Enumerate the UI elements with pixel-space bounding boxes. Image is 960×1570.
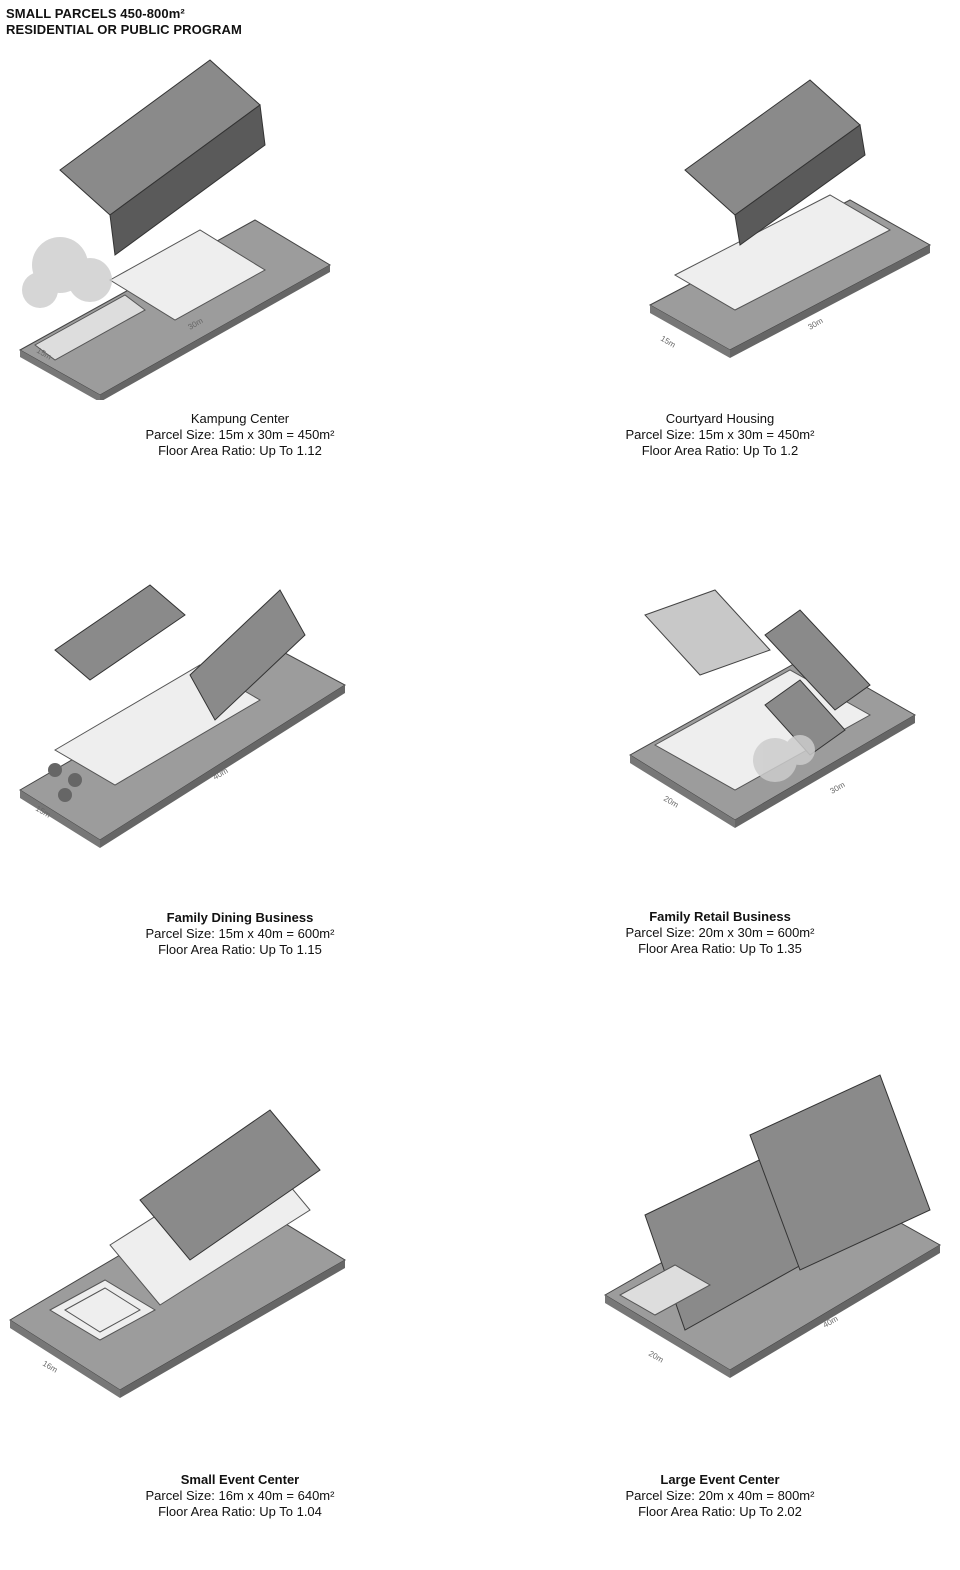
header-title: SMALL PARCELS 450-800m² [6,6,185,21]
header-subtitle: RESIDENTIAL OR PUBLIC PROGRAM [6,22,242,37]
floor-area-ratio: Floor Area Ratio: Up To 1.15 [158,942,322,957]
panel-title: Courtyard Housing [665,411,775,426]
floor-area-ratio: Floor Area Ratio: Up To 1.12 [158,443,322,458]
panel-title: Large Event Center [660,1472,780,1487]
axonometric-drawing-family-dining: 15m 40m [19,584,346,848]
panel-courtyard-housing: 15m 30m Courtyard Housing Parcel Size: 1… [480,40,960,540]
dim-long-label: 30m [829,780,847,796]
panel-title: Family Dining Business [166,910,314,925]
panel-small-event-center: 16m 40m Small Event Center Parcel Size: … [0,1070,480,1570]
dim-long-label: 30m [807,316,825,332]
axonometric-drawing-kampung-center: 15m 30m [18,59,331,400]
panel-title: Kampung Center [190,411,290,426]
floor-area-ratio: Floor Area Ratio: Up To 1.04 [158,1504,322,1519]
parcel-size: Parcel Size: 16m x 40m = 640m² [145,1488,335,1503]
sheet-header: SMALL PARCELS 450-800m² RESIDENTIAL OR P… [6,6,242,38]
caption-small-event-center: Small Event Center Parcel Size: 16m x 40… [0,1472,480,1520]
caption-family-retail-business: Family Retail Business Parcel Size: 20m … [480,909,960,957]
panel-title: Family Retail Business [649,909,791,924]
panel-large-event-center: 20m 40m Large Event Center Parcel Size: … [480,1070,960,1570]
parcel-size: Parcel Size: 15m x 30m = 450m² [625,427,815,442]
panel-title: Small Event Center [180,1472,300,1487]
dim-short-label: 16m [41,1359,59,1375]
caption-family-dining-business: Family Dining Business Parcel Size: 15m … [0,910,480,958]
caption-courtyard-housing: Courtyard Housing Parcel Size: 15m x 30m… [480,411,960,459]
axonometric-drawing-large-event: 20m 40m [604,1074,941,1378]
panel-kampung-center: 15m 30m Kampung Center Parcel Size: 15m … [0,40,480,540]
axonometric-drawing-family-retail: 20m 30m [629,589,916,828]
floor-area-ratio: Floor Area Ratio: Up To 1.2 [641,443,799,458]
parcel-size: Parcel Size: 20m x 30m = 600m² [625,925,815,940]
axonometric-drawing-courtyard-housing: 15m 30m [648,79,932,358]
dim-short-label: 20m [662,794,680,810]
parcel-size: Parcel Size: 15m x 30m = 450m² [145,427,335,442]
axonometric-drawing-small-event: 16m 40m [9,1109,346,1398]
caption-kampung-center: Kampung Center Parcel Size: 15m x 30m = … [0,411,480,459]
parcel-size: Parcel Size: 20m x 40m = 800m² [625,1488,815,1503]
dim-short-label: 20m [647,1349,665,1365]
caption-large-event-center: Large Event Center Parcel Size: 20m x 40… [480,1472,960,1520]
dim-short-label: 15m [659,334,677,350]
parcel-size: Parcel Size: 15m x 40m = 600m² [145,926,335,941]
panel-family-retail-business: 20m 30m Family Retail Business Parcel Si… [480,540,960,1040]
panel-family-dining-business: 15m 40m Family Dining Business Parcel Si… [0,540,480,1040]
floor-area-ratio: Floor Area Ratio: Up To 1.35 [638,941,802,956]
floor-area-ratio: Floor Area Ratio: Up To 2.02 [638,1504,802,1519]
